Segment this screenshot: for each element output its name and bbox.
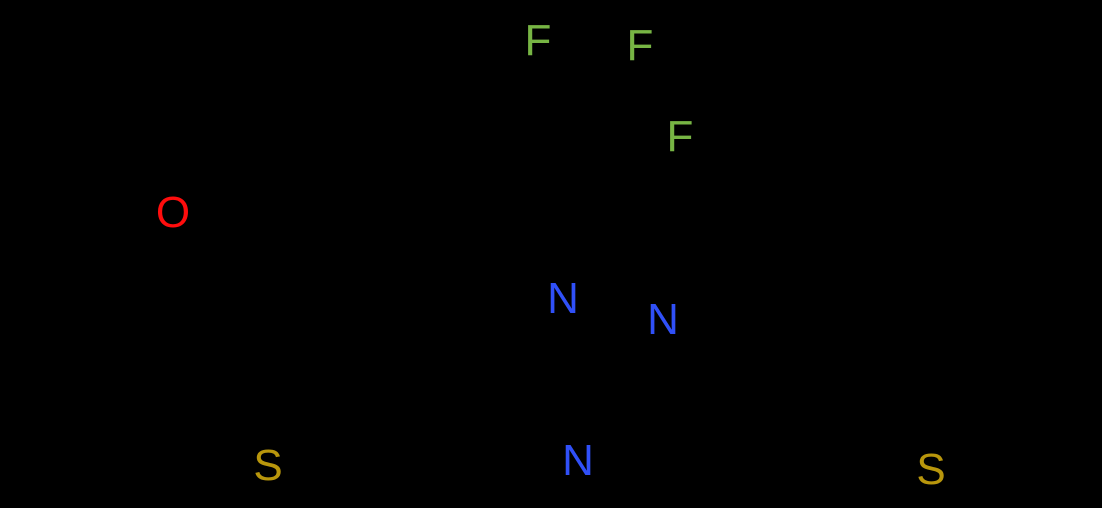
- bond: [278, 158, 380, 214]
- bond: [612, 158, 670, 302]
- bond: [868, 348, 912, 442]
- bond: [281, 151, 384, 208]
- bond: [576, 368, 592, 439]
- atom-label-f: F: [666, 112, 694, 161]
- bond: [468, 308, 555, 354]
- bond: [379, 291, 476, 348]
- atom-label-s: S: [916, 445, 946, 494]
- bond: [536, 68, 612, 160]
- bond: [642, 342, 665, 412]
- bond: [398, 398, 472, 472]
- bond: [258, 298, 270, 442]
- bond: [950, 428, 1032, 472]
- atom-label-n: N: [547, 274, 579, 323]
- atom-label-n: N: [562, 436, 594, 485]
- bond: [198, 158, 282, 210]
- bond: [620, 138, 670, 164]
- atom-label-n: N: [647, 295, 679, 344]
- atom-label-f: F: [524, 16, 552, 65]
- atom-label-s: S: [253, 441, 283, 490]
- bond: [598, 408, 646, 440]
- bond: [578, 158, 616, 278]
- bond: [561, 320, 598, 374]
- bond: [94, 228, 198, 302]
- bond: [561, 297, 642, 320]
- bond: [376, 298, 472, 354]
- bond: [1028, 328, 1062, 432]
- bond: [614, 74, 642, 162]
- atom-label-o: O: [155, 188, 191, 237]
- bond: [583, 370, 598, 440]
- atom-label-f: F: [626, 21, 654, 70]
- bond: [194, 228, 262, 302]
- bond: [686, 288, 792, 322]
- bond: [788, 288, 872, 352]
